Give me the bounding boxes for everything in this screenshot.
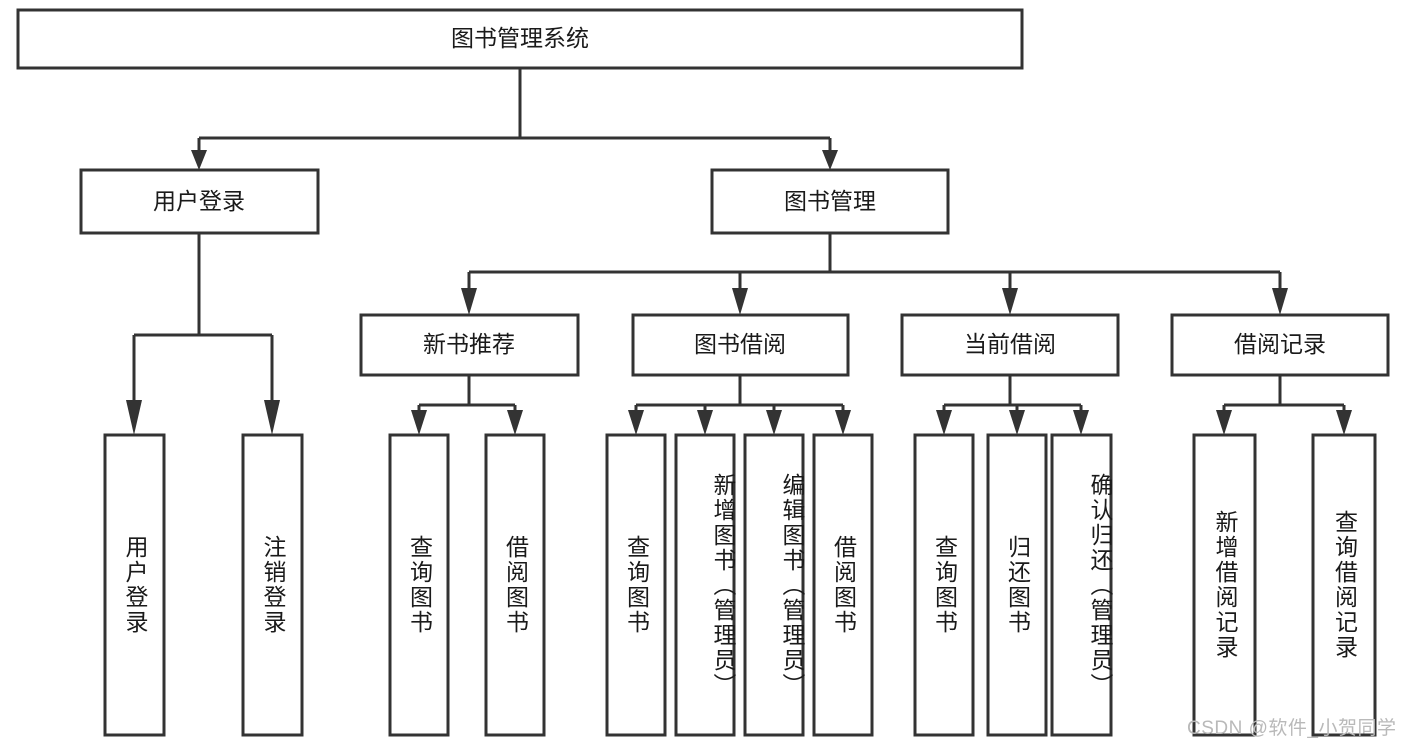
arrow-head-user-login-leaf	[126, 400, 142, 435]
node-book-borrow[interactable]	[631, 313, 850, 377]
node-root-book-management-system[interactable]	[16, 8, 1024, 70]
arrow-head-bookborrow-leaf-3	[766, 410, 782, 435]
arrow-head-userlogin	[191, 150, 207, 170]
node-leaf-add-book-admin[interactable]	[674, 433, 736, 737]
arrow-head-bookborrow	[732, 288, 748, 315]
connector-group-bookborrow	[628, 375, 851, 435]
connector-group-bookmgmt	[461, 233, 1288, 315]
connector-group-borrowrecord	[1216, 375, 1352, 435]
node-leaf-edit-book-admin[interactable]	[743, 433, 805, 737]
arrow-head-currentborrow-leaf-1	[936, 410, 952, 435]
node-borrow-record-label: 借阅记录	[1234, 331, 1326, 357]
node-user-login-label: 用户登录	[153, 188, 245, 214]
node-book-management-label: 图书管理	[784, 188, 876, 214]
node-new-book-recommend-label: 新书推荐	[423, 331, 515, 357]
node-leaf-user-login[interactable]	[103, 433, 166, 737]
node-leaf-query-book-current[interactable]	[913, 433, 975, 737]
arrow-head-newbook-leaf-1	[411, 410, 427, 435]
node-current-borrow[interactable]	[900, 313, 1120, 377]
arrow-head-bookborrow-leaf-1	[628, 410, 644, 435]
connector-group-currentborrow	[936, 375, 1089, 435]
arrow-head-newbook-leaf-2	[507, 410, 523, 435]
arrow-head-borrowrecord-leaf-2	[1336, 410, 1352, 435]
connector-group-userlogin	[126, 233, 280, 435]
node-leaf-query-book-recommend[interactable]	[388, 433, 450, 737]
arrow-head-newbook	[461, 288, 477, 315]
arrow-head-borrowrecord	[1272, 288, 1288, 315]
arrow-head-logout-leaf	[264, 400, 280, 435]
arrow-head-currentborrow	[1002, 288, 1018, 315]
connector-group-newbook	[411, 375, 523, 435]
node-user-login[interactable]	[79, 168, 320, 235]
node-borrow-record[interactable]	[1170, 313, 1390, 377]
arrow-head-bookborrow-leaf-4	[835, 410, 851, 435]
arrow-head-bookborrow-leaf-2	[697, 410, 713, 435]
node-leaf-add-borrow-record[interactable]	[1192, 433, 1257, 737]
node-leaf-query-book-borrow[interactable]	[605, 433, 667, 737]
arrow-head-borrowrecord-leaf-1	[1216, 410, 1232, 435]
node-book-management[interactable]	[710, 168, 950, 235]
connector-group-root	[191, 68, 838, 170]
arrow-head-currentborrow-leaf-2	[1009, 410, 1025, 435]
node-leaf-query-borrow-record[interactable]	[1311, 433, 1377, 737]
node-leaf-return-book[interactable]	[986, 433, 1048, 737]
node-new-book-recommend[interactable]	[359, 313, 580, 377]
node-leaf-borrow-book-recommend[interactable]	[484, 433, 546, 737]
node-leaf-logout-login[interactable]	[241, 433, 304, 737]
node-current-borrow-label: 当前借阅	[964, 331, 1056, 357]
arrow-head-bookmgmt	[822, 150, 838, 170]
node-root-label: 图书管理系统	[451, 25, 589, 51]
node-book-borrow-label: 图书借阅	[694, 331, 786, 357]
arrow-head-currentborrow-leaf-3	[1073, 410, 1089, 435]
csdn-watermark: CSDN @软件_小贺同学	[1187, 718, 1397, 739]
node-leaf-confirm-return-admin[interactable]	[1050, 433, 1113, 737]
node-leaf-borrow-book[interactable]	[812, 433, 874, 737]
